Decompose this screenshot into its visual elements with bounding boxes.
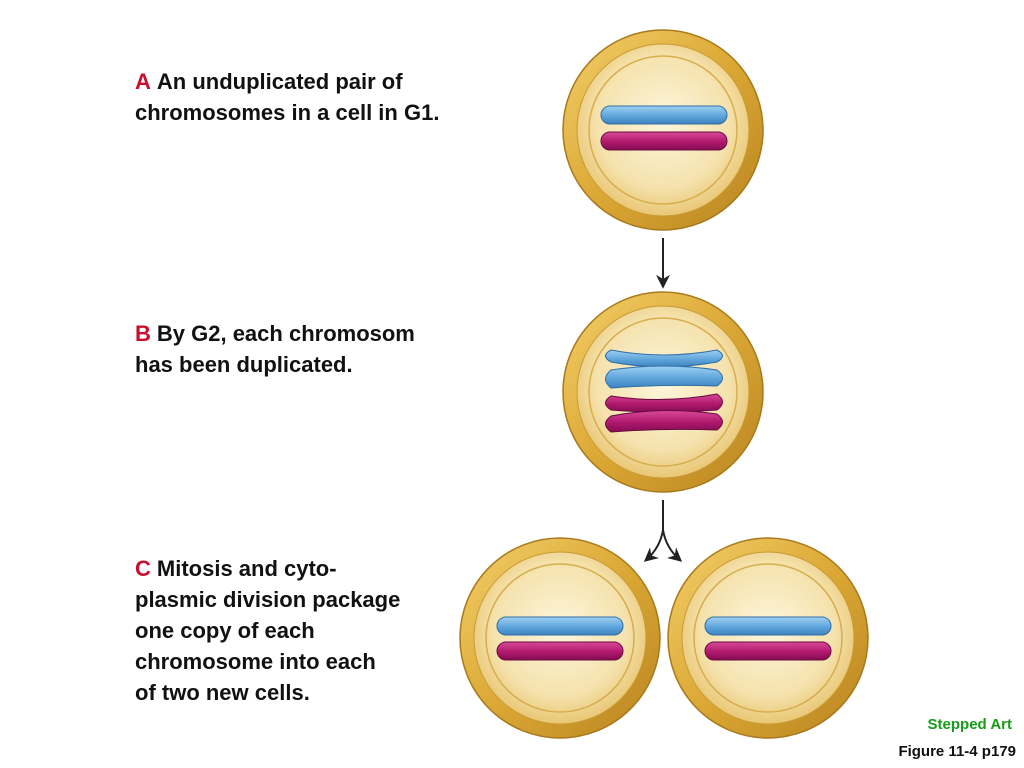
arrow-b-to-c: [643, 500, 683, 562]
caption-c-line-4: chromosome into each: [135, 649, 376, 674]
caption-b-line-2: has been duplicated.: [135, 352, 353, 377]
cell-b-chromatid-magenta-1: [605, 393, 723, 413]
cell-a: [562, 29, 764, 231]
cell-b-nucleus: [588, 317, 738, 467]
cell-c-right-chromosome-magenta: [704, 641, 832, 661]
cell-c-left-nucleus: [485, 563, 635, 713]
cell-a-nucleus: [588, 55, 738, 205]
cell-c-left-cytoplasm: [473, 551, 647, 725]
caption-a-line-2: chromosomes in a cell in G1.: [135, 100, 440, 125]
cell-c-right: [667, 537, 869, 739]
cell-c-right-nucleus: [693, 563, 843, 713]
cell-c-left-chromosome-magenta: [496, 641, 624, 661]
arrow-branch-left: [643, 529, 664, 562]
cell-b-chromatid-blue-2: [605, 365, 723, 389]
caption-c-line-5: of two new cells.: [135, 680, 310, 705]
cell-c-left-chromosome-blue: [496, 616, 624, 636]
stepped-art-label: Stepped Art: [927, 716, 1012, 733]
cell-b: [562, 291, 764, 493]
caption-c-line-2: plasmic division package: [135, 587, 401, 612]
arrow-branch-right: [662, 529, 683, 562]
cell-a-chromosome-magenta: [600, 131, 728, 151]
cell-b-cytoplasm: [576, 305, 750, 479]
cell-c-left: [459, 537, 661, 739]
figure-reference: Figure 11-4 p179: [898, 743, 1016, 760]
step-letter-b: B: [135, 321, 151, 346]
cell-b-chromatid-magenta-2: [605, 409, 723, 433]
cell-b-chromatid-blue-1: [605, 349, 723, 368]
cell-a-cytoplasm: [576, 43, 750, 217]
caption-c-line-3: one copy of each: [135, 618, 315, 643]
step-letter-c: C: [135, 556, 151, 581]
cell-a-chromosome-blue: [600, 105, 728, 125]
cell-c-right-chromosome-blue: [704, 616, 832, 636]
cell-c-right-cytoplasm: [681, 551, 855, 725]
step-letter-a: A: [135, 69, 151, 94]
